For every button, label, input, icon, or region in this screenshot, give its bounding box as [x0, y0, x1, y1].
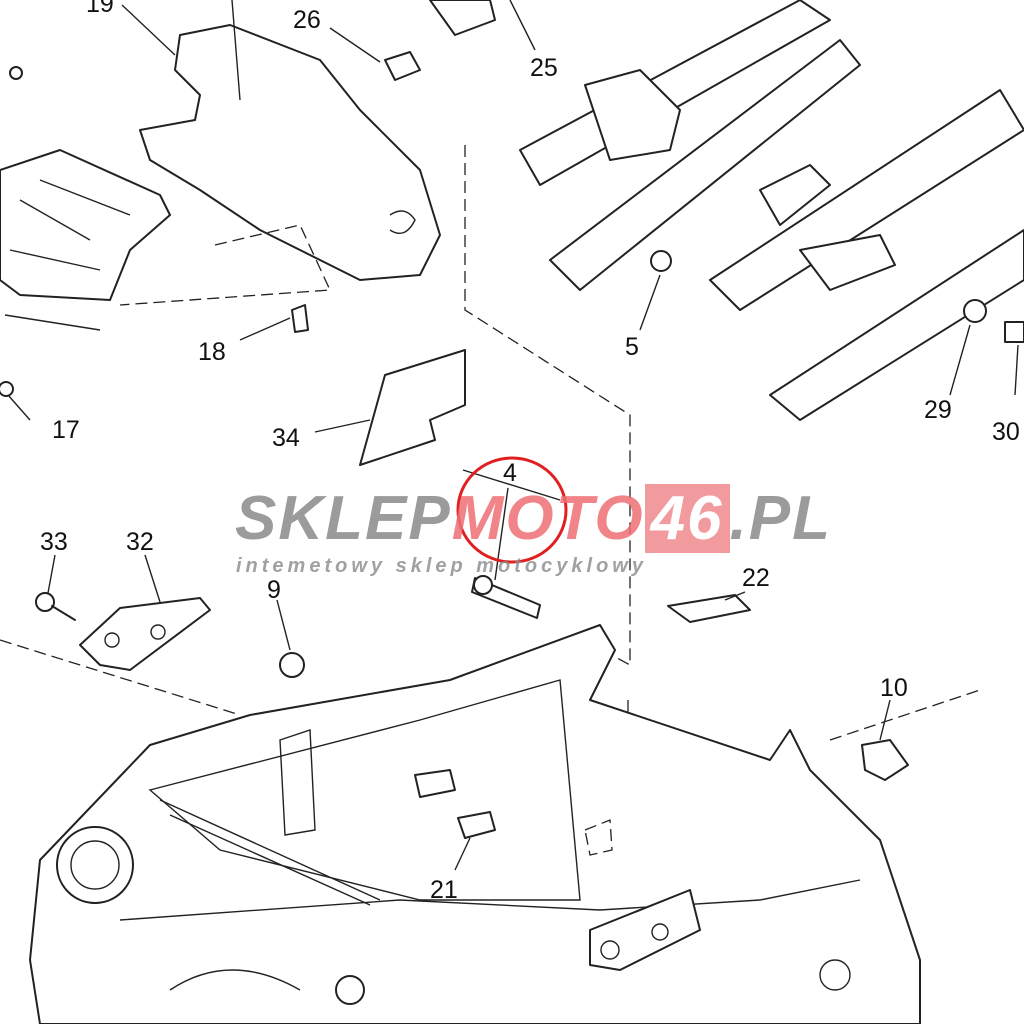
part-label: 18	[198, 338, 226, 366]
part-label: 10	[880, 674, 908, 702]
part-label: 9	[267, 576, 281, 604]
watermark-brand-gray: SKLEP	[235, 484, 452, 553]
watermark-brand-red: MOTO	[451, 484, 645, 553]
part-label: 26	[293, 6, 321, 34]
watermark-brand-suffix: .PL	[729, 484, 832, 553]
part-label: 19	[86, 0, 114, 18]
watermark-brand-box: 46	[644, 484, 730, 553]
part-label: 30	[992, 418, 1020, 446]
part-label: 33	[40, 528, 68, 556]
part-label: 5	[625, 333, 639, 361]
highlight-circle	[456, 456, 568, 564]
part-label: 17	[52, 416, 80, 444]
part-label: 34	[272, 424, 300, 452]
panel-19	[139, 24, 441, 281]
part-label: 4	[503, 459, 517, 487]
watermark-tagline: intemetowy sklep motocyklowy	[236, 555, 647, 577]
part-label: 22	[742, 564, 770, 592]
part-label: 21	[430, 876, 458, 904]
part-label: 25	[530, 54, 558, 82]
part-label: 32	[126, 528, 154, 556]
watermark-logo: SKLEPMOTO46.PL	[235, 484, 832, 553]
part-label: 29	[924, 396, 952, 424]
